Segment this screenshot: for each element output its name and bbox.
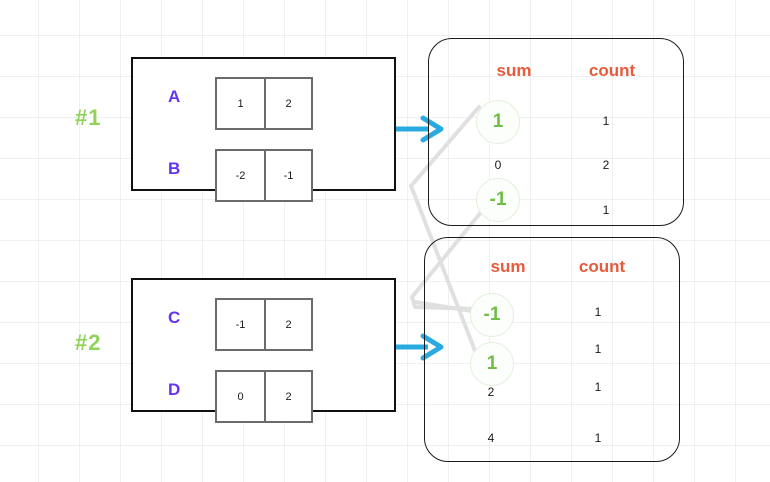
panel-2-sum-2: 2 [487, 385, 495, 399]
cell-c-0: -1 [235, 318, 246, 331]
row-label-a: A [168, 87, 181, 106]
row-label-d: D [168, 380, 181, 399]
cell-c-1: 2 [264, 300, 311, 349]
panel-1-sum-0: 1 [476, 100, 520, 144]
input-group-1: A 1 2 B -2 -1 [131, 57, 396, 202]
panel-1-count-0: 1 [602, 114, 610, 128]
panel-2-count-1: 1 [594, 342, 602, 356]
cell-b-1: -1 [264, 151, 311, 200]
output-panel-1: sum count 1 1 0 2 -1 1 [428, 38, 684, 226]
panel-2-count-0: 1 [594, 305, 602, 319]
input-group-2: C -1 2 D 0 2 [131, 278, 396, 423]
cell-a-0: 1 [237, 97, 244, 110]
panel-2-count-3: 1 [594, 431, 602, 445]
panel-1-sum-2: -1 [476, 178, 520, 222]
row-cells-d: 0 2 [215, 370, 313, 423]
row-label-c: C [168, 308, 181, 327]
cell-d-1: 2 [264, 372, 311, 421]
panel-2-sum-0: -1 [470, 293, 514, 337]
output-panel-2: sum count -1 1 1 1 2 1 4 1 [424, 237, 680, 462]
panel-1-header-sum: sum [496, 61, 532, 80]
panel-2-count-2: 1 [594, 380, 602, 394]
row-label-b: B [168, 159, 181, 178]
panel-1-header-count: count [588, 61, 636, 80]
panel-2-sum-3: 4 [487, 431, 495, 445]
panel-1-sum-1: 0 [494, 158, 502, 172]
panel-2-sum-1: 1 [470, 342, 514, 386]
cell-b-0: -2 [235, 169, 246, 182]
row-cells-c: -1 2 [215, 298, 313, 351]
row-cells-a: 1 2 [215, 77, 313, 130]
panel-1-count-1: 2 [602, 158, 610, 172]
row-cells-b: -2 -1 [215, 149, 313, 202]
panel-1-count-2: 1 [602, 203, 610, 217]
cell-a-1: 2 [264, 79, 311, 128]
step-tag-1: #1 [75, 105, 102, 130]
panel-2-header-sum: sum [490, 257, 526, 276]
step-tag-2: #2 [75, 330, 102, 355]
panel-2-header-count: count [578, 257, 626, 276]
cell-d-0: 0 [237, 390, 244, 403]
